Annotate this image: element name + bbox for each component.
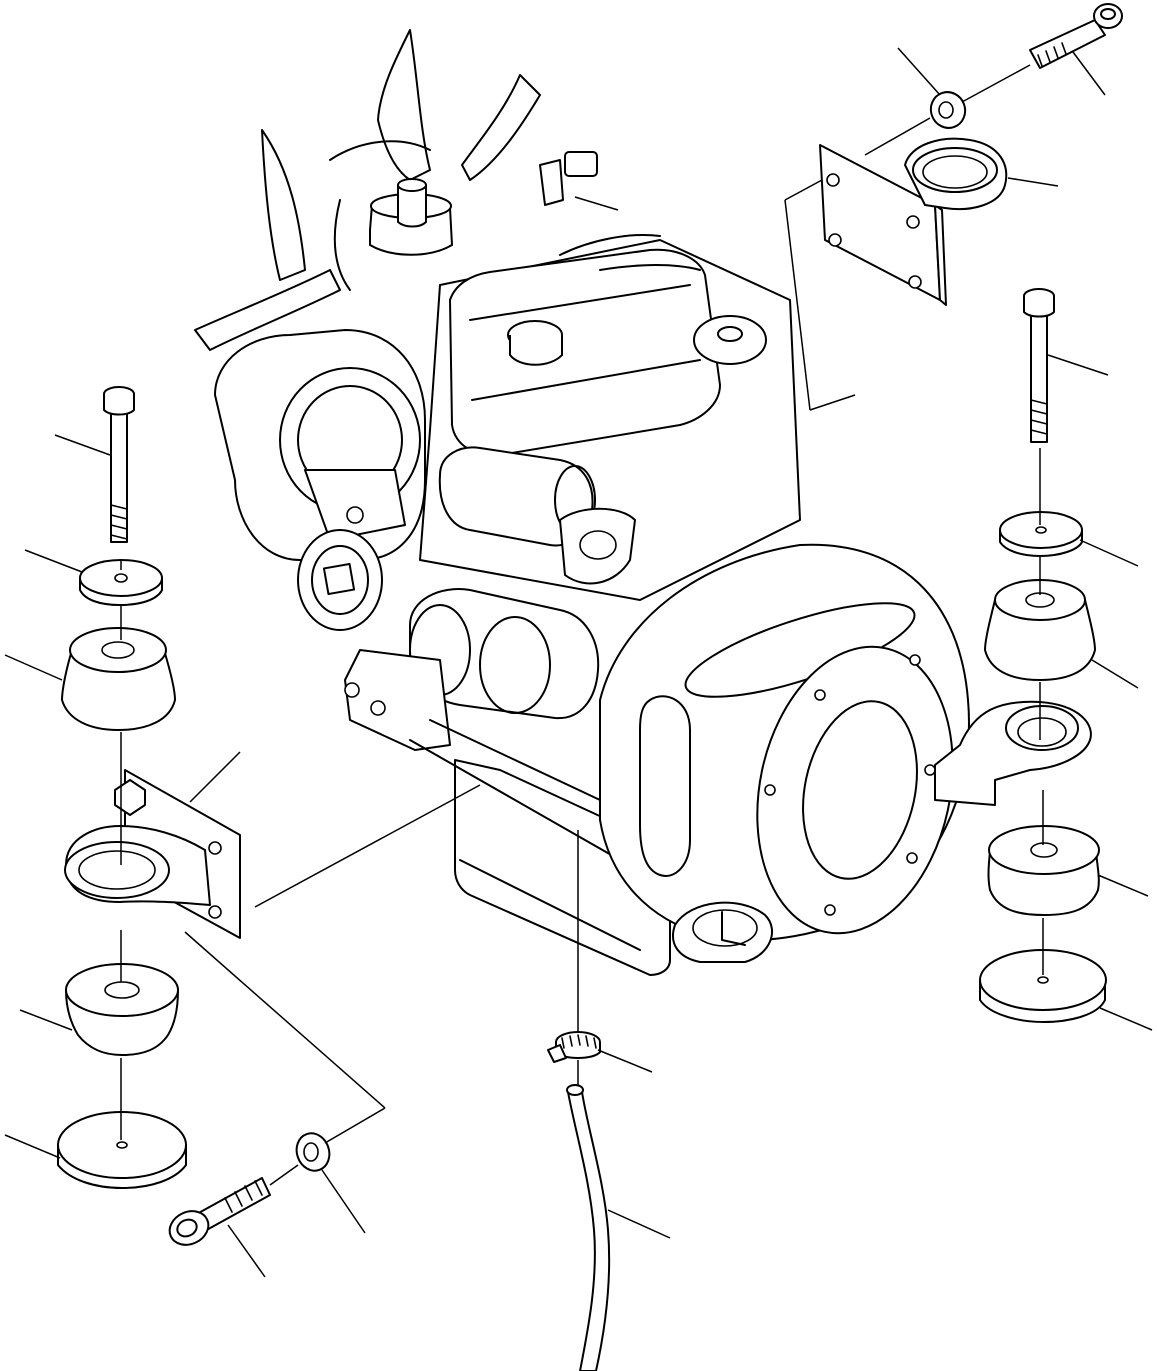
cooling-fan — [194, 29, 541, 351]
rubber-mount-lower — [987, 825, 1100, 916]
bolt — [103, 386, 135, 543]
rubber-mount-upper — [61, 627, 176, 731]
callout-leader-lines — [4, 47, 1153, 1278]
rubber-mount-upper — [984, 579, 1096, 681]
bolt — [1023, 288, 1055, 443]
bolt — [168, 1177, 271, 1246]
bolt — [1029, 3, 1123, 69]
washer — [929, 91, 967, 129]
engine-assembly — [194, 29, 1092, 976]
assembly-center-lines — [120, 64, 1044, 1186]
rubber-mount-lower — [65, 963, 179, 1056]
left-bracket — [64, 769, 241, 939]
plate-washer — [999, 511, 1083, 557]
washer — [295, 1132, 331, 1172]
plate-washer — [979, 949, 1107, 1023]
hose-clamp — [547, 1031, 601, 1063]
plate-washer — [79, 559, 163, 606]
plate-washer — [57, 1111, 187, 1189]
drain-hose — [566, 1084, 611, 1371]
right-bracket — [819, 137, 1008, 306]
